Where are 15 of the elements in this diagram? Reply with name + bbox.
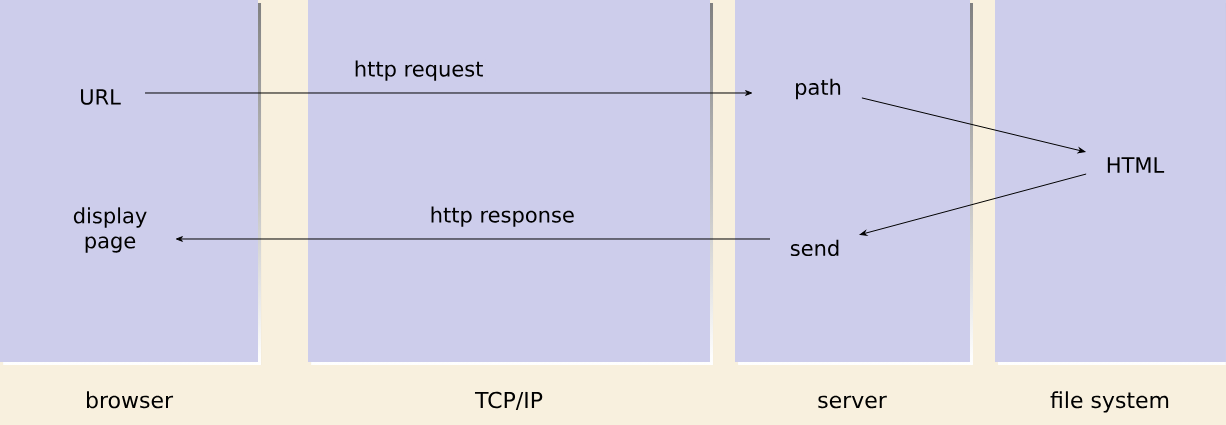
column-label: server bbox=[818, 395, 887, 409]
node-label: path bbox=[796, 78, 841, 100]
node-label: HTML bbox=[1107, 157, 1165, 173]
arrow bbox=[144, 90, 753, 96]
column-label: TCP/IP bbox=[475, 391, 543, 411]
arrow bbox=[175, 236, 771, 242]
arrow bbox=[861, 97, 1086, 154]
column-label: browser bbox=[87, 391, 174, 409]
edge-label: http response bbox=[431, 206, 574, 227]
node-label: URL bbox=[81, 89, 121, 105]
column-label: file system bbox=[1050, 391, 1169, 413]
node-label: display page bbox=[73, 207, 147, 253]
node-label: send bbox=[790, 239, 839, 257]
arrow bbox=[859, 173, 1087, 236]
edge-label: http request bbox=[355, 60, 483, 81]
